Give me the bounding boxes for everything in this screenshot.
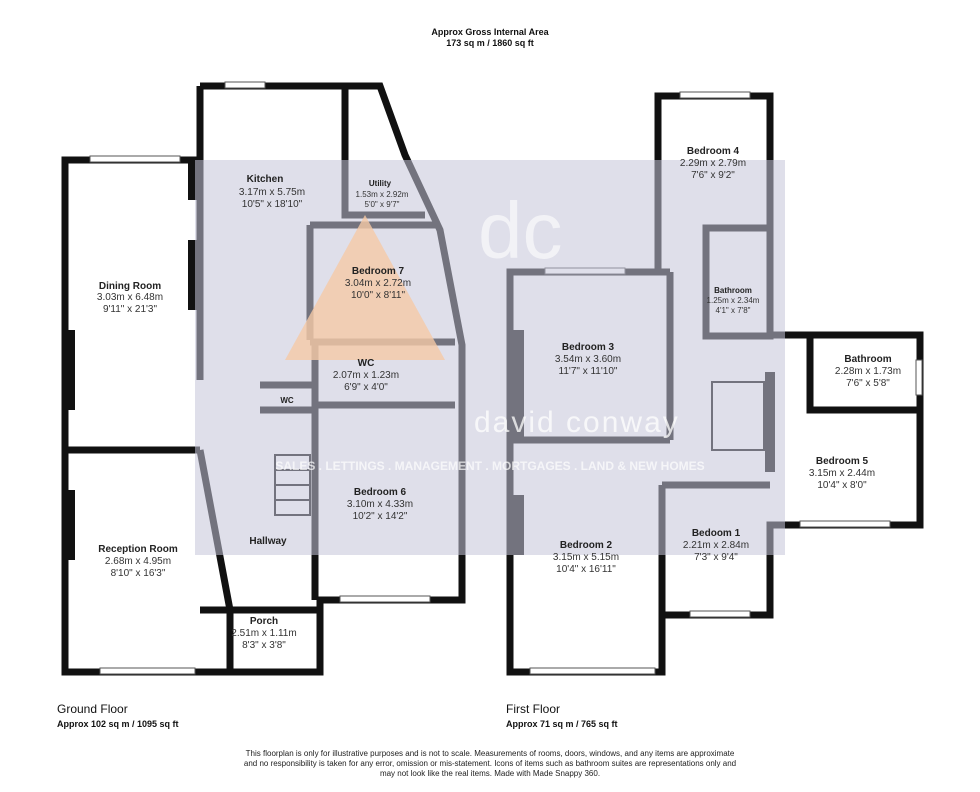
svg-text:Hallway: Hallway <box>249 536 287 547</box>
svg-text:3.04m x 2.72m: 3.04m x 2.72m <box>345 278 411 289</box>
room-bedroom-3: Bedroom 3 3.54m x 3.60m 11'7" x 11'10" <box>555 342 621 377</box>
svg-text:8'3" x 3'8": 8'3" x 3'8" <box>242 640 286 651</box>
room-porch: Porch 2.51m x 1.11m 8'3" x 3'8" <box>231 616 296 651</box>
svg-text:Dining Room: Dining Room <box>99 281 161 292</box>
svg-text:7'6" x 5'8": 7'6" x 5'8" <box>846 378 890 389</box>
room-utility: Utility 1.53m x 2.92m 5'0" x 9'7" <box>356 179 409 209</box>
room-bathroom-1: Bathroom 1.25m x 2.34m 4'1" x 7'8" <box>707 286 760 315</box>
gross-area-value: 173 sq m / 1860 sq ft <box>446 38 534 48</box>
svg-text:2.28m x 1.73m: 2.28m x 1.73m <box>835 366 901 377</box>
svg-text:7'3" x 9'4": 7'3" x 9'4" <box>694 552 738 563</box>
svg-text:Bedroom 3: Bedroom 3 <box>562 342 615 353</box>
room-bedroom-5: Bedroom 5 3.15m x 2.44m 10'4" x 8'0" <box>809 456 875 491</box>
svg-text:Bedroom 5: Bedroom 5 <box>816 456 869 467</box>
svg-text:7'6" x 9'2": 7'6" x 9'2" <box>691 170 735 181</box>
svg-text:4'1" x 7'8": 4'1" x 7'8" <box>716 306 751 315</box>
room-dining-room: Dining Room 3.03m x 6.48m 9'11" x 21'3" <box>97 281 163 315</box>
svg-text:Kitchen: Kitchen <box>247 174 284 185</box>
disclaimer-line-2: and no responsibility is taken for any e… <box>244 759 736 768</box>
svg-text:3.10m x 4.33m: 3.10m x 4.33m <box>347 499 413 510</box>
watermark-logo: dc <box>478 186 563 275</box>
svg-text:Utility: Utility <box>369 179 392 188</box>
svg-text:Bedroom 2: Bedroom 2 <box>560 540 613 551</box>
logo-triangle-icon <box>285 215 445 360</box>
room-wc: WC 2.07m x 1.23m 6'9" x 4'0" <box>333 358 399 393</box>
svg-text:9'11" x 21'3": 9'11" x 21'3" <box>103 304 158 315</box>
watermark: dc david conway SALES . LETTINGS . MANAG… <box>195 160 785 555</box>
ground-floor-label: Ground Floor <box>57 702 128 716</box>
room-hallway: Hallway <box>249 536 287 547</box>
room-reception: Reception Room 2.68m x 4.95m 8'10" x 16'… <box>98 544 178 579</box>
room-bedroom-2: Bedroom 2 3.15m x 5.15m 10'4" x 16'11" <box>553 540 619 575</box>
svg-text:3.15m x 2.44m: 3.15m x 2.44m <box>809 468 875 479</box>
svg-text:Porch: Porch <box>250 616 278 627</box>
svg-text:Bathroom: Bathroom <box>714 286 752 295</box>
svg-text:Bedroom 4: Bedroom 4 <box>687 146 740 157</box>
room-bathroom-2: Bathroom 2.28m x 1.73m 7'6" x 5'8" <box>835 354 901 389</box>
svg-text:Bedroom 6: Bedroom 6 <box>354 487 407 498</box>
svg-text:Bedoom 1: Bedoom 1 <box>692 528 741 539</box>
svg-text:3.15m x 5.15m: 3.15m x 5.15m <box>553 552 619 563</box>
watermark-tagline: SALES . LETTINGS . MANAGEMENT . MORTGAGE… <box>275 459 704 473</box>
gross-area-title: Approx Gross Internal Area <box>431 27 549 37</box>
svg-text:5'0" x 9'7": 5'0" x 9'7" <box>365 200 400 209</box>
room-kitchen: Kitchen 3.17m x 5.75m 10'5" x 18'10" <box>239 174 305 210</box>
svg-text:10'5" x 18'10": 10'5" x 18'10" <box>242 199 303 210</box>
svg-text:11'7" x 11'10": 11'7" x 11'10" <box>559 366 618 377</box>
svg-text:Bedroom 7: Bedroom 7 <box>352 266 405 277</box>
svg-text:6'9" x 4'0": 6'9" x 4'0" <box>344 382 388 393</box>
room-bedroom-1: Bedoom 1 2.21m x 2.84m 7'3" x 9'4" <box>683 528 749 563</box>
svg-text:3.54m x 3.60m: 3.54m x 3.60m <box>555 354 621 365</box>
svg-text:10'2" x 14'2": 10'2" x 14'2" <box>353 511 408 522</box>
first-floor-label: First Floor <box>506 702 560 716</box>
svg-text:2.68m x 4.95m: 2.68m x 4.95m <box>105 556 171 567</box>
svg-text:2.51m x 1.11m: 2.51m x 1.11m <box>231 628 296 639</box>
svg-text:3.03m x 6.48m: 3.03m x 6.48m <box>97 292 163 303</box>
svg-text:10'0" x 8'11": 10'0" x 8'11" <box>351 290 406 301</box>
svg-text:1.53m x 2.92m: 1.53m x 2.92m <box>356 190 409 199</box>
svg-text:2.29m x 2.79m: 2.29m x 2.79m <box>680 158 746 169</box>
svg-text:Reception Room: Reception Room <box>98 544 178 555</box>
watermark-brand: david conway <box>474 406 680 439</box>
svg-text:1.25m x 2.34m: 1.25m x 2.34m <box>707 296 760 305</box>
room-bedroom-6: Bedroom 6 3.10m x 4.33m 10'2" x 14'2" <box>347 487 413 522</box>
disclaimer-line-3: may not look like the real items. Made w… <box>380 769 600 778</box>
first-floor-area: Approx 71 sq m / 765 sq ft <box>506 719 618 729</box>
ground-floor-area: Approx 102 sq m / 1095 sq ft <box>57 719 179 729</box>
svg-text:8'10" x 16'3": 8'10" x 16'3" <box>111 568 166 579</box>
svg-text:2.07m x 1.23m: 2.07m x 1.23m <box>333 370 399 381</box>
svg-text:10'4" x 16'11": 10'4" x 16'11" <box>556 564 616 575</box>
room-wc-small: WC <box>280 396 294 405</box>
svg-text:2.21m x 2.84m: 2.21m x 2.84m <box>683 540 749 551</box>
room-bedroom-4: Bedroom 4 2.29m x 2.79m 7'6" x 9'2" <box>680 146 746 181</box>
room-bedroom-7: Bedroom 7 3.04m x 2.72m 10'0" x 8'11" <box>345 266 411 301</box>
svg-text:3.17m x 5.75m: 3.17m x 5.75m <box>239 187 305 198</box>
disclaimer-line-1: This floorplan is only for illustrative … <box>246 749 735 758</box>
svg-text:10'4" x 8'0": 10'4" x 8'0" <box>817 480 867 491</box>
svg-text:Bathroom: Bathroom <box>844 354 891 365</box>
svg-text:WC: WC <box>280 396 294 405</box>
svg-text:WC: WC <box>358 358 375 369</box>
